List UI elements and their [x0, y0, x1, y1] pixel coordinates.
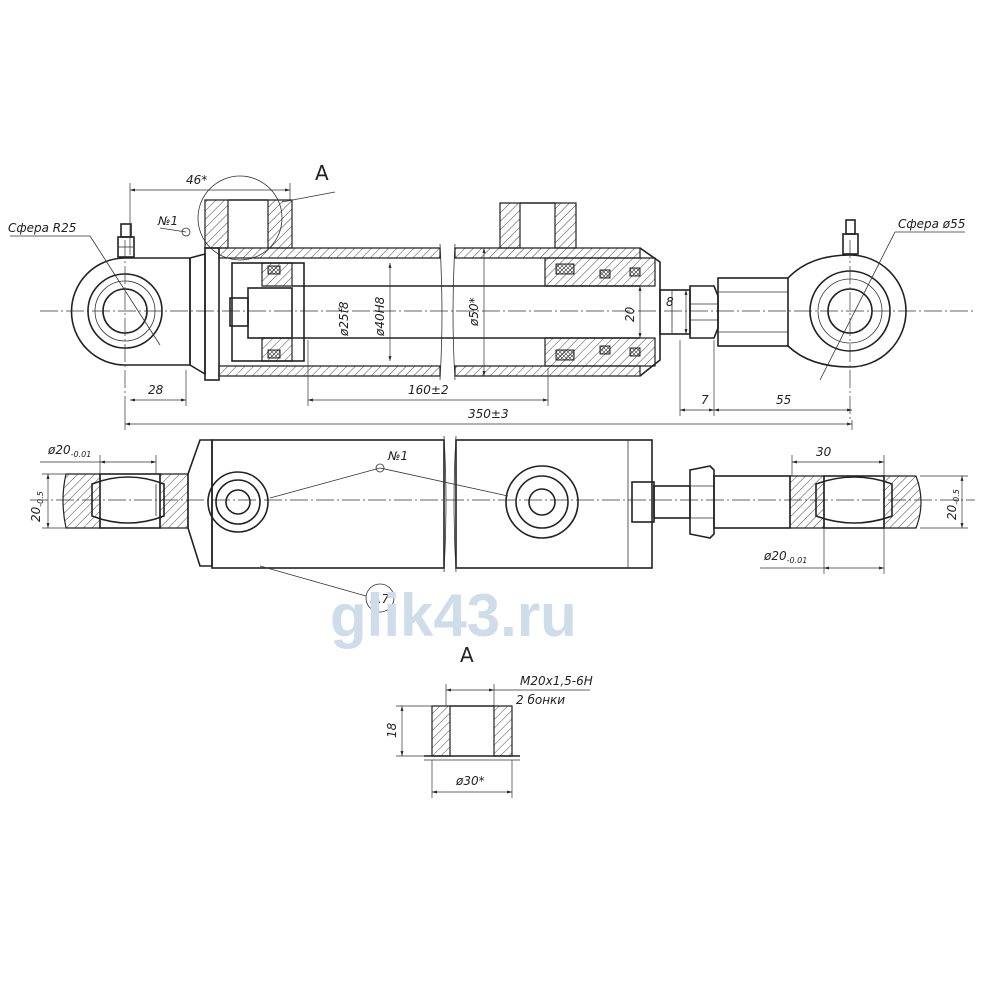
- bosses-count: 2 бонки: [516, 693, 565, 707]
- sphere-right-label: Сфера ø55: [898, 217, 965, 231]
- pin-right-dia: ø20-0.01: [763, 549, 807, 565]
- dim-160: 160±2: [408, 383, 449, 397]
- port-boss-right: [499, 202, 577, 249]
- width-right: 20-0.5: [945, 489, 961, 520]
- thread-label: М20х1,5-6Н: [520, 674, 593, 688]
- sphere-left-label: Сфера R25: [8, 221, 76, 235]
- dim-46: 46*: [186, 173, 207, 187]
- dim-30: 30: [816, 445, 832, 459]
- pin-left-dia: ø20-0.01: [47, 443, 91, 459]
- plan-view: [30, 435, 975, 573]
- dim-28: 28: [148, 383, 164, 397]
- dim-7: 7: [701, 393, 709, 407]
- left-eye: [70, 223, 191, 400]
- piston: [229, 262, 305, 362]
- view-label-bottom: А: [460, 643, 474, 667]
- rod-gland: [544, 247, 661, 377]
- port-boss-left: [204, 199, 293, 249]
- dim-20-rod: 20: [623, 306, 637, 322]
- width-left: 20-0.5: [29, 491, 45, 522]
- right-eye: [787, 219, 907, 420]
- outer-diameter: ø50*: [467, 297, 481, 327]
- port-ref-top: №1: [157, 214, 178, 228]
- boss-diameter: ø30*: [455, 774, 485, 788]
- boss-height: 18: [385, 722, 399, 738]
- detail-a-view: [424, 705, 520, 761]
- watermark: glik43.ru: [330, 582, 577, 649]
- top-section-view: [40, 199, 975, 420]
- bore-diameter: ø40H8: [373, 296, 387, 337]
- part-ref-circle: [365, 583, 395, 613]
- rod-diameter: ø25f8: [337, 301, 351, 337]
- port-ref-mid: №1: [387, 449, 408, 463]
- dim-55: 55: [776, 393, 791, 407]
- part-ref: п.7: [370, 592, 390, 606]
- dim-8: 8: [666, 295, 674, 309]
- section-label-top: А: [315, 161, 329, 185]
- detail-circle: [197, 175, 283, 261]
- dim-350: 350±3: [468, 407, 509, 421]
